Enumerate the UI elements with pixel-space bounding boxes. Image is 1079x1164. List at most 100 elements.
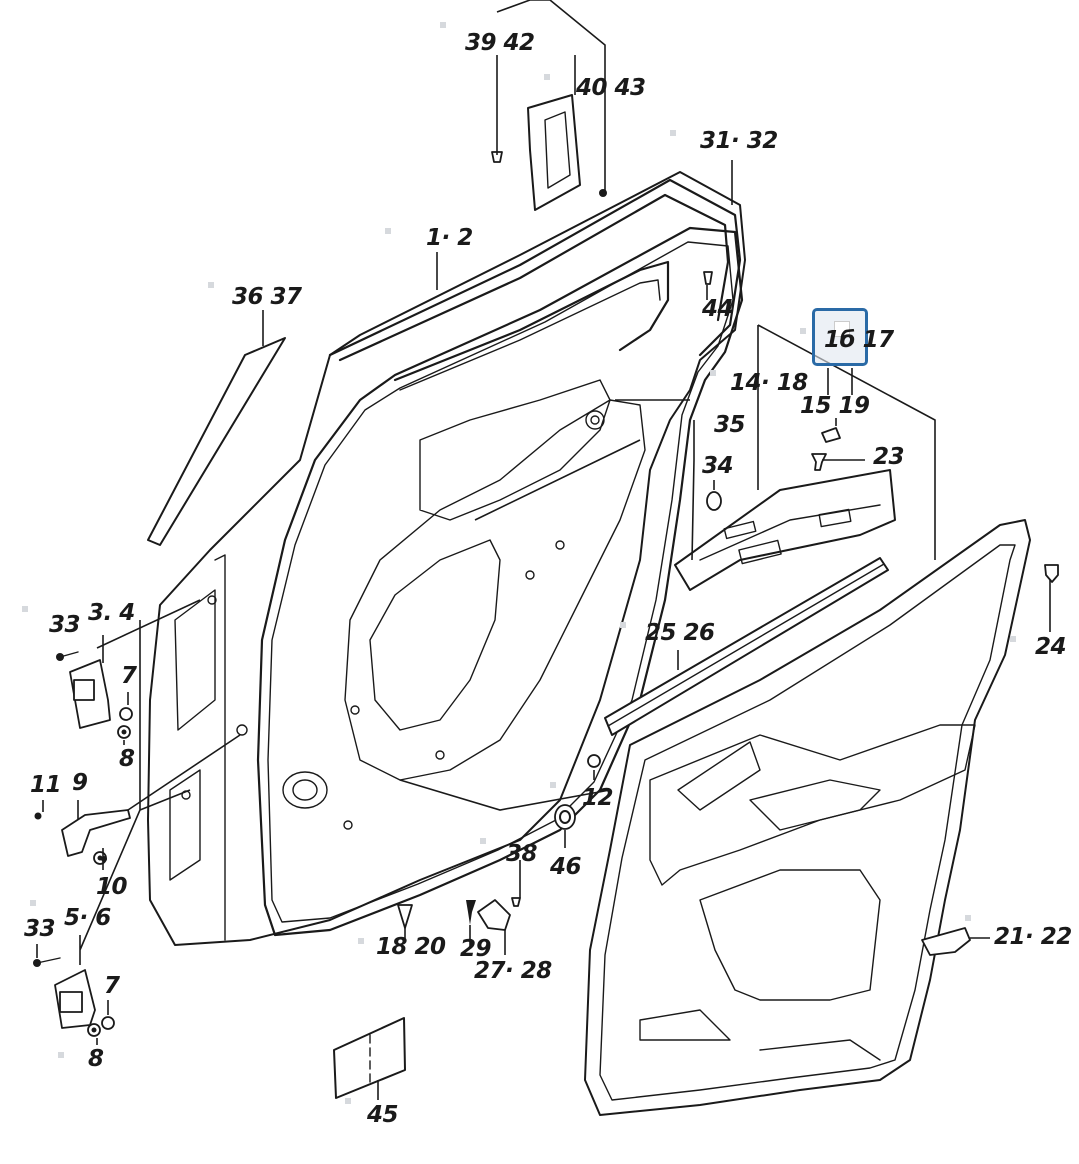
callout-text: 44 xyxy=(702,296,734,322)
marker-square xyxy=(345,1098,351,1104)
callout-27-28[interactable]: 27· 28 xyxy=(470,954,556,989)
door-check-9 xyxy=(34,809,131,857)
marker-square xyxy=(550,782,556,788)
callout-text: 29 xyxy=(460,936,492,962)
marker-square xyxy=(1010,636,1016,642)
callout-text: 35 xyxy=(714,412,746,438)
callout-text: 21· 22 xyxy=(994,924,1072,950)
callout-text: 15 19 xyxy=(800,393,870,419)
callout-text: 11 xyxy=(30,772,62,798)
marker-square xyxy=(22,606,28,612)
callout-text: 46 xyxy=(550,854,582,880)
marker-square xyxy=(620,622,626,628)
callout-36-37[interactable]: 36 37 xyxy=(228,280,306,315)
callout-12[interactable]: 12 xyxy=(578,781,618,816)
callout-40-43[interactable]: 40 43 xyxy=(572,71,650,106)
callout-35[interactable]: 35 xyxy=(710,408,750,443)
callout-text: 8 xyxy=(88,1046,104,1072)
callout-11[interactable]: 11 xyxy=(26,768,66,803)
callout-text: 25 26 xyxy=(645,620,715,646)
door-shell xyxy=(147,171,746,946)
callout-21-22[interactable]: 21· 22 xyxy=(990,920,1076,955)
marker-square xyxy=(385,228,391,234)
callout-31-32[interactable]: 31· 32 xyxy=(696,124,782,159)
callout-25-26[interactable]: 25 26 xyxy=(641,616,719,651)
callout-23[interactable]: 23 xyxy=(869,440,909,475)
nut-washers xyxy=(87,707,133,1037)
callout-text: 10 xyxy=(96,874,128,900)
callout-text: 7 xyxy=(121,663,137,689)
callout-44[interactable]: 44 xyxy=(698,292,738,327)
callout-16-17[interactable]: 1б 17 xyxy=(820,323,898,358)
callout-text: 24 xyxy=(1035,634,1067,660)
callout-text: 34 xyxy=(702,453,734,479)
window-molding-36-37 xyxy=(147,337,286,546)
callout-text: 3. 4 xyxy=(88,600,135,626)
marker-square xyxy=(710,370,716,376)
marker-square xyxy=(965,915,971,921)
callout-18-20[interactable]: 18 20 xyxy=(372,930,450,965)
callout-46[interactable]: 46 xyxy=(546,850,586,885)
callout-text: 1б 17 xyxy=(824,327,894,353)
callout-38[interactable]: 38 xyxy=(502,837,542,872)
callout-text: 38 xyxy=(506,841,538,867)
selected-callout-highlight[interactable] xyxy=(812,308,868,366)
belt-weatherstrip-25-26 xyxy=(604,557,889,736)
leader-lines xyxy=(36,0,1051,1100)
callout-text: 18 20 xyxy=(376,934,446,960)
marker-square xyxy=(440,22,446,28)
callout-text: 31· 32 xyxy=(700,128,778,154)
callout-45[interactable]: 45 xyxy=(363,1098,403,1133)
small-fasteners xyxy=(101,151,1059,956)
marker-square xyxy=(670,130,676,136)
callout-7-lower[interactable]: 7 xyxy=(100,969,124,1004)
callout-34[interactable]: 34 xyxy=(698,449,738,484)
marker-square xyxy=(480,838,486,844)
callout-8-lower[interactable]: 8 xyxy=(84,1042,108,1077)
callout-text: 7 xyxy=(104,973,120,999)
callout-text: 33 xyxy=(49,612,81,638)
callout-text: 27· 28 xyxy=(474,958,552,984)
callout-text: 8 xyxy=(119,746,135,772)
callout-text: 33 xyxy=(24,916,56,942)
callout-text: 45 xyxy=(367,1102,399,1128)
callout-text: 9 xyxy=(72,770,88,796)
door-trim-panel xyxy=(584,519,1031,1116)
callout-text: 36 37 xyxy=(232,284,302,310)
marker-square xyxy=(358,938,364,944)
pillar-garnish-40-43 xyxy=(527,94,581,211)
callout-7-upper[interactable]: 7 xyxy=(117,659,141,694)
marker-square xyxy=(58,1052,64,1058)
callout-text: 1· 2 xyxy=(426,225,473,251)
callout-3-4[interactable]: 3. 4 xyxy=(84,596,139,631)
marker-square xyxy=(544,74,550,80)
callout-15-19[interactable]: 15 19 xyxy=(796,389,874,424)
callout-text: 14· 18 xyxy=(730,370,808,396)
callout-33-upper[interactable]: 33 xyxy=(45,608,85,643)
marker-square xyxy=(800,328,806,334)
caution-label-45 xyxy=(333,1017,406,1099)
lower-hinge-5-6 xyxy=(33,957,96,1029)
highlight-marker xyxy=(834,321,850,337)
callout-text: 23 xyxy=(873,444,905,470)
callout-39-42[interactable]: 39 42 xyxy=(461,26,539,61)
callout-14-18[interactable]: 14· 18 xyxy=(726,366,812,401)
upper-hinge-3-4 xyxy=(56,651,111,729)
callout-1-2[interactable]: 1· 2 xyxy=(422,221,477,256)
callout-5-6[interactable]: 5· 6 xyxy=(60,901,115,936)
marker-square xyxy=(30,900,36,906)
callout-10[interactable]: 10 xyxy=(92,870,132,905)
callout-33-lower[interactable]: 33 xyxy=(20,912,60,947)
callout-text: 5· 6 xyxy=(64,905,111,931)
callout-24[interactable]: 24 xyxy=(1031,630,1071,665)
switch-panel-14-18 xyxy=(674,469,896,591)
callout-text: 39 42 xyxy=(465,30,535,56)
marker-square xyxy=(208,282,214,288)
callout-text: 40 43 xyxy=(576,75,646,101)
callout-9[interactable]: 9 xyxy=(68,766,92,801)
callout-29[interactable]: 29 xyxy=(456,932,496,967)
callout-8-upper[interactable]: 8 xyxy=(115,742,139,777)
callout-text: 12 xyxy=(582,785,614,811)
